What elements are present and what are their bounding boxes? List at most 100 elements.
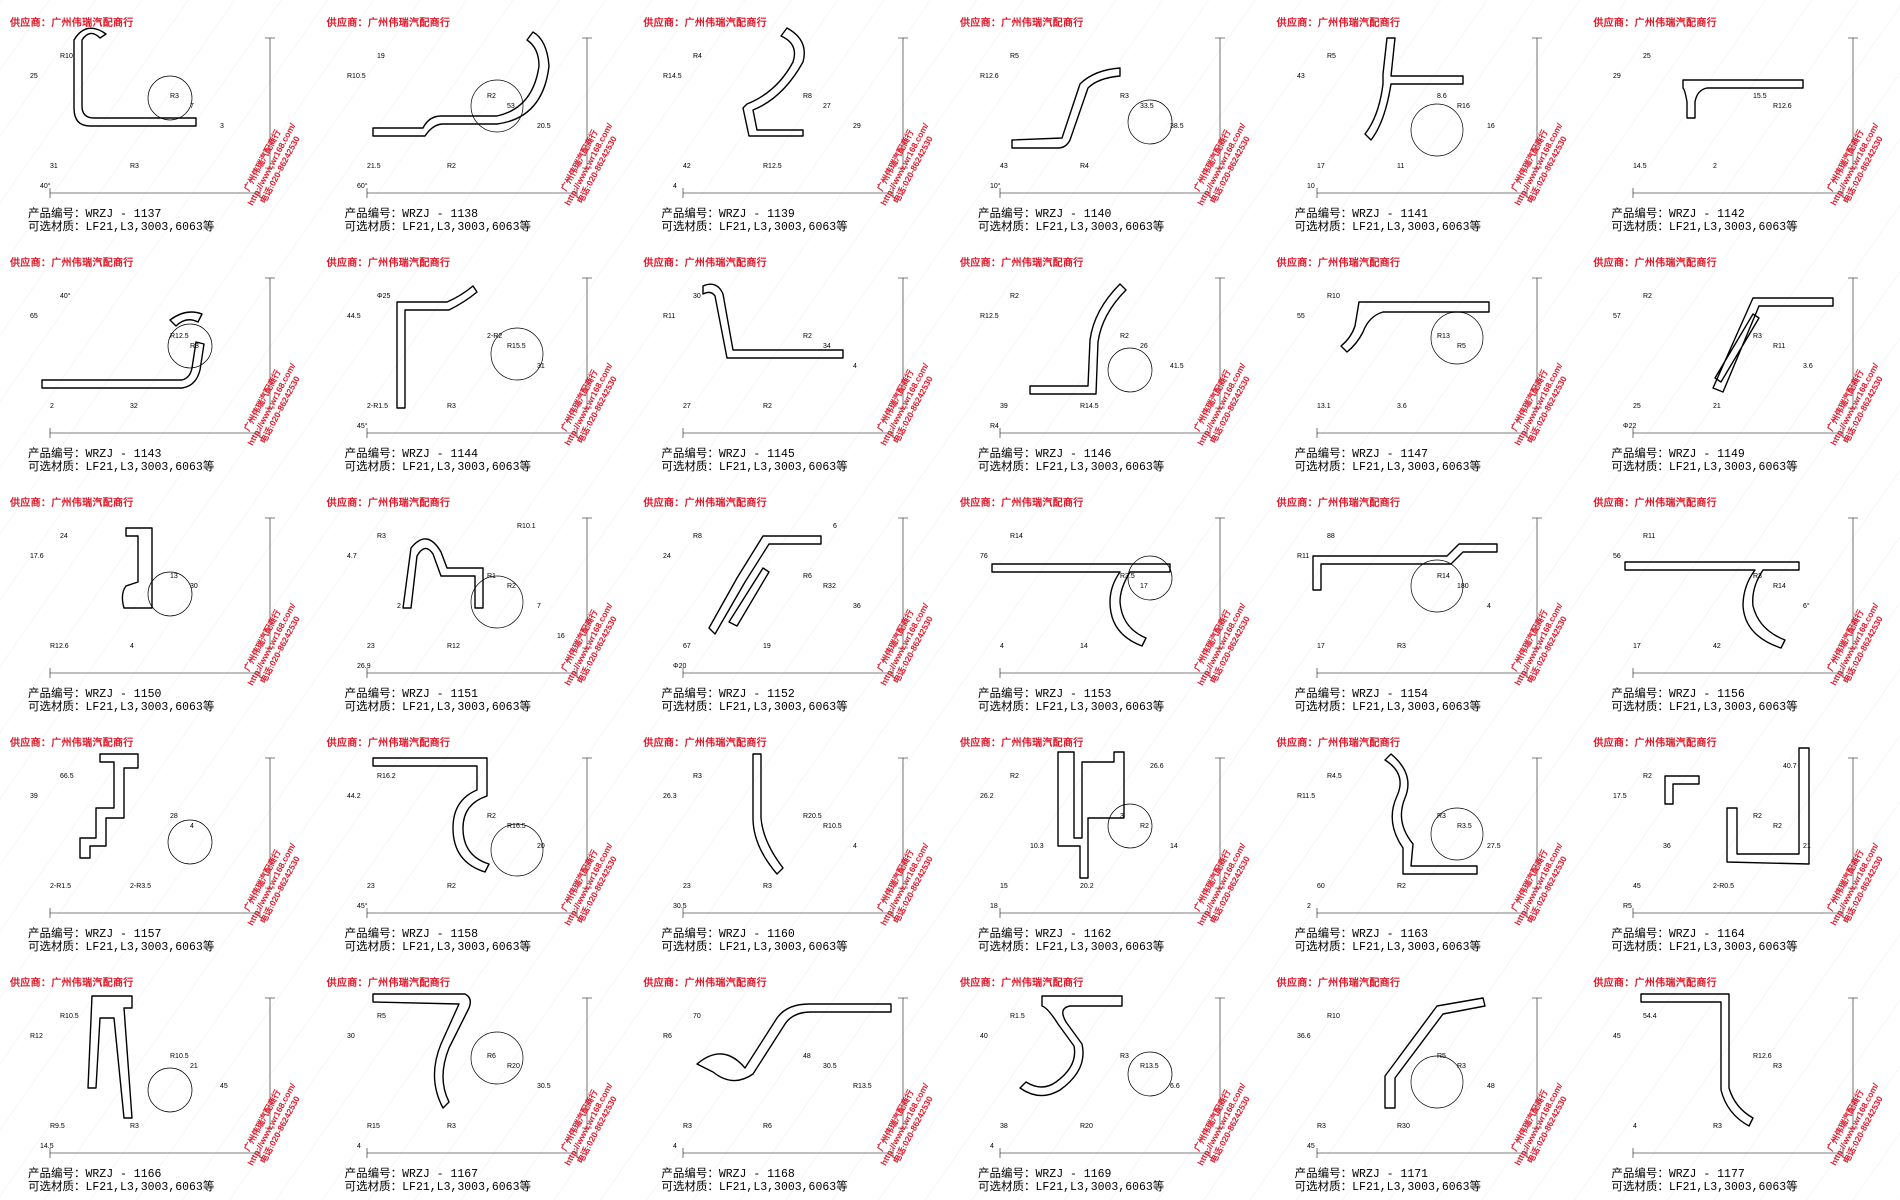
dimension-label: R6 — [763, 1123, 772, 1130]
dimension-label: R14 — [1437, 573, 1450, 580]
dimension-label: 45 — [1613, 1033, 1621, 1040]
dimension-label: 23 — [367, 643, 375, 650]
material-list: LF21,L3,3003,6063等 — [1352, 1181, 1481, 1194]
product-code-line: 产品编号：WRZJ - 1137 — [28, 208, 214, 221]
supplier-label: 供应商：广州伟瑞汽配商行 — [1593, 498, 1717, 509]
supplier-label: 供应商：广州伟瑞汽配商行 — [1276, 18, 1401, 29]
product-code: WRZJ - 1153 — [1035, 688, 1112, 701]
dimension-label: 21.5 — [367, 163, 381, 170]
material-line: 可选材质：LF21,L3,3003,6063等 — [661, 221, 847, 234]
dimension-label: 31 — [50, 163, 58, 170]
supplier-label: 供应商：广州伟瑞汽配商行 — [959, 498, 1084, 509]
product-caption: 产品编号：WRZJ - 1160 可选材质：LF21,L3,3003,6063等 — [661, 928, 847, 954]
dimension-label: 13 — [170, 573, 178, 580]
dimension-label: 29 — [1613, 73, 1621, 80]
dimension-lines — [683, 277, 909, 438]
dimension-label: 2-R1.5 — [367, 403, 388, 410]
dimension-label: Φ20 — [673, 663, 686, 670]
material-line: 可选材质：LF21,L3,3003,6063等 — [978, 221, 1164, 234]
dimension-label: R10.5 — [60, 1013, 79, 1020]
material-list: LF21,L3,3003,6063等 — [402, 701, 531, 714]
supplier-label: 供应商：广州伟瑞汽配商行 — [326, 498, 451, 509]
dimension-label: R2 — [1140, 823, 1149, 830]
supplier-label: 供应商：广州伟瑞汽配商行 — [1276, 738, 1401, 749]
dimension-label: R2 — [1397, 883, 1406, 890]
material-line: 可选材质：LF21,L3,3003,6063等 — [345, 1181, 531, 1194]
supplier-label: 供应商：广州伟瑞汽配商行 — [643, 498, 767, 509]
dimension-label: 21 — [190, 1063, 198, 1070]
dimension-label: 2-R2 — [487, 333, 502, 340]
dimension-label: 36.6 — [1297, 1033, 1311, 1040]
dimension-lines — [1316, 757, 1542, 918]
profile-outline — [1640, 993, 1755, 1127]
product-code: WRZJ - 1143 — [85, 448, 162, 461]
product-caption: 产品编号：WRZJ - 1164 可选材质：LF21,L3,3003,6063等 — [1611, 928, 1797, 954]
product-code-label: 产品编号： — [28, 928, 86, 941]
dimension-label: R20.5 — [803, 813, 822, 820]
material-list: LF21,L3,3003,6063等 — [1668, 701, 1798, 714]
dimension-label: R10.5 — [170, 1053, 189, 1060]
product-code-line: 产品编号：WRZJ - 1139 — [661, 208, 847, 221]
product-caption: 产品编号：WRZJ - 1146 可选材质：LF21,L3,3003,6063等 — [978, 448, 1164, 474]
material-line: 可选材质：LF21,L3,3003,6063等 — [1611, 221, 1797, 234]
material-list: LF21,L3,3003,6063等 — [718, 461, 848, 474]
dimension-label: R3 — [447, 1123, 456, 1130]
dimension-label: 45° — [357, 902, 368, 910]
dimension-label: 20 — [537, 843, 545, 850]
material-label: 可选材质： — [1611, 941, 1669, 954]
profile-outline — [371, 757, 490, 873]
material-label: 可选材质： — [661, 1181, 719, 1194]
dimension-label: R12 — [447, 643, 460, 650]
dimension-lines — [1316, 997, 1542, 1158]
material-line: 可选材质：LF21,L3,3003,6063等 — [1611, 1181, 1797, 1194]
material-list: LF21,L3,3003,6063等 — [1668, 461, 1798, 474]
material-label: 可选材质： — [977, 701, 1036, 714]
product-code-label: 产品编号： — [1294, 928, 1353, 941]
dimension-label: 14.5 — [40, 1143, 54, 1150]
dimension-lines — [49, 757, 275, 918]
dimension-label: 3 — [220, 123, 224, 130]
product-caption: 产品编号：WRZJ - 1162 可选材质：LF21,L3,3003,6063等 — [978, 928, 1164, 954]
profile-outline — [991, 563, 1171, 647]
profile-outline — [1339, 301, 1490, 353]
dimension-label: 11 — [1397, 163, 1404, 170]
dimension-label: 8.6 — [1437, 93, 1447, 100]
product-caption: 产品编号：WRZJ - 1168 可选材质：LF21,L3,3003,6063等 — [661, 1168, 847, 1194]
dimension-label: 10.3 — [1030, 843, 1044, 850]
dimension-label: R2 — [1010, 293, 1019, 300]
profile-outline — [87, 995, 133, 1119]
construction-circle — [470, 79, 524, 133]
material-line: 可选材质：LF21,L3,3003,6063等 — [345, 461, 531, 474]
product-code-line: 产品编号：WRZJ - 1162 — [978, 928, 1164, 941]
dimension-label: 23 — [683, 883, 691, 890]
dimension-label: 10 — [1307, 183, 1315, 190]
dimension-label: 17 — [1140, 583, 1148, 590]
dimension-label: R4 — [990, 423, 999, 430]
product-code-label: 产品编号： — [661, 1168, 719, 1181]
dimension-lines — [1633, 517, 1859, 678]
dimension-label: R14 — [1773, 583, 1786, 590]
product-code-line: 产品编号：WRZJ - 1152 — [661, 688, 847, 701]
material-list: LF21,L3,3003,6063等 — [1035, 221, 1165, 234]
material-label: 可选材质： — [1294, 1181, 1353, 1194]
material-line: 可选材质：LF21,L3,3003,6063等 — [1611, 701, 1797, 714]
dimension-label: R2 — [1120, 333, 1129, 340]
material-line: 可选材质：LF21,L3,3003,6063等 — [661, 701, 847, 714]
dimension-label: R4 — [1080, 163, 1089, 170]
profile-outline — [1057, 751, 1125, 879]
supplier-label: 供应商：广州伟瑞汽配商行 — [959, 258, 1084, 269]
product-code-line: 产品编号：WRZJ - 1149 — [1611, 448, 1797, 461]
supplier-label: 供应商：广州伟瑞汽配商行 — [643, 258, 767, 269]
supplier-label: 供应商：广州伟瑞汽配商行 — [10, 18, 134, 29]
